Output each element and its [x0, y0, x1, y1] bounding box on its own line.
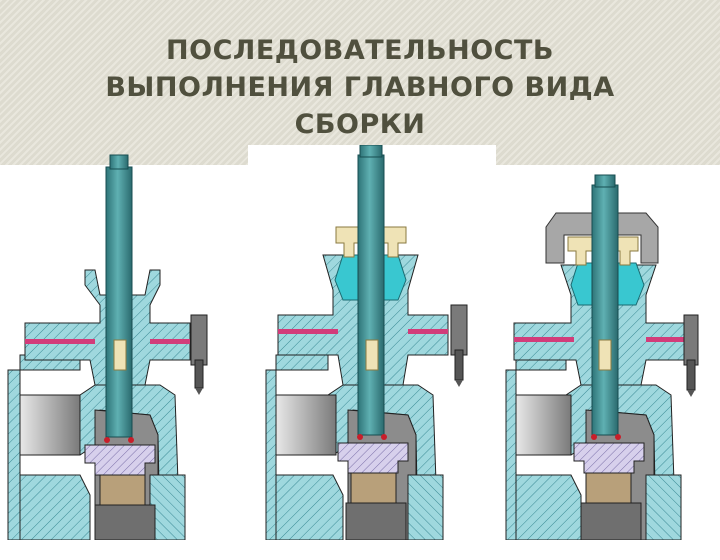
stud [683, 314, 699, 397]
stud [450, 304, 468, 387]
valve-seat [573, 434, 645, 540]
valve-seat [84, 437, 156, 540]
gasket-left [514, 337, 574, 342]
slide-title: ПОСЛЕДОВАТЕЛЬНОСТЬ ВЫПОЛНЕНИЯ ГЛАВНОГО В… [0, 32, 720, 143]
valve-stem [357, 145, 385, 436]
stud [190, 314, 208, 395]
assembly-stage-3-drawing [505, 174, 699, 540]
title-band [0, 0, 720, 165]
gasket-left [278, 329, 338, 334]
valve-stem [591, 174, 619, 436]
gasket-right [150, 339, 190, 344]
valve-stem [105, 154, 133, 438]
slide-title-line-1: ПОСЛЕДОВАТЕЛЬНОСТЬ [166, 35, 554, 66]
assembly-stage-1-drawing [7, 154, 208, 540]
gasket-left [25, 339, 95, 344]
valve-seat [337, 434, 409, 540]
assembly-stage-2-drawing [265, 145, 468, 540]
gasket-right [646, 337, 686, 342]
slide-title-line-3: СБОРКИ [294, 109, 426, 140]
gasket-right [408, 329, 448, 334]
slide-title-line-2: ВЫПОЛНЕНИЯ ГЛАВНОГО ВИДА [105, 72, 615, 103]
